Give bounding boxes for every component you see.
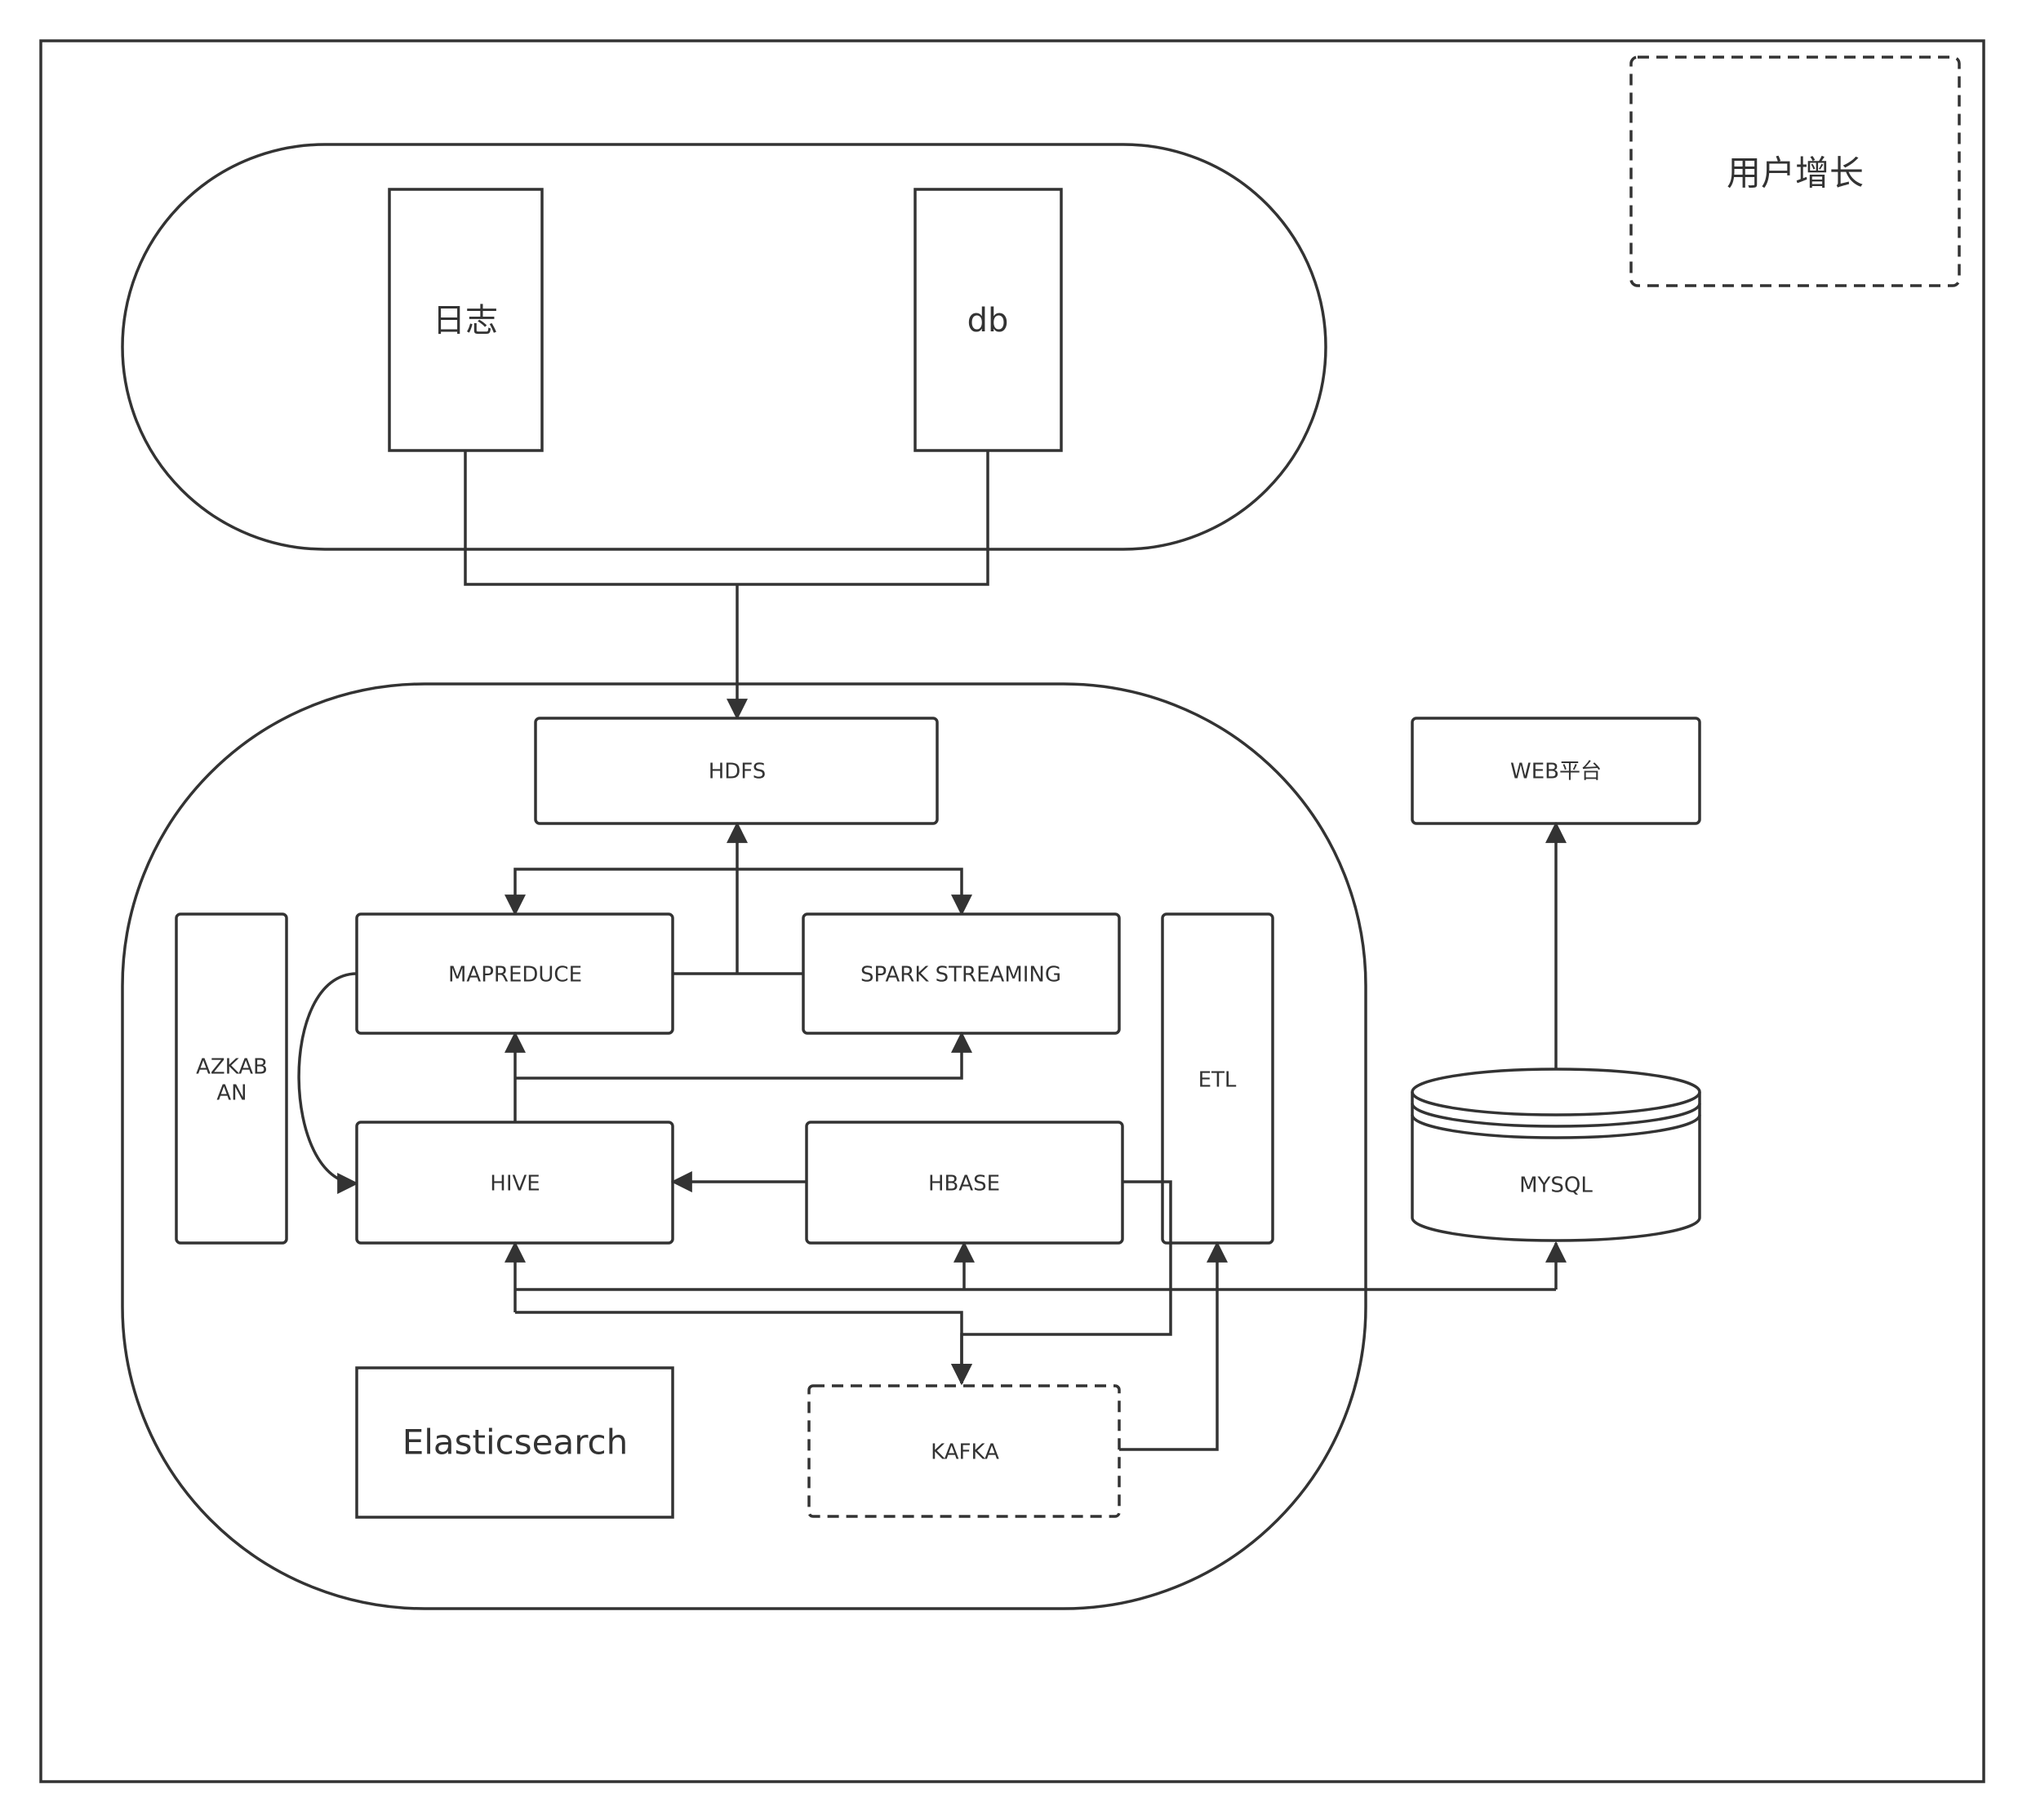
mapreduce-label: MAPREDUCE [448,963,582,988]
kafka-node [807,1384,1121,1518]
user-growth-label: 用户增长 [1727,153,1864,193]
hdfs-label: HDFS [709,760,767,784]
data-source-container [121,143,1327,551]
hive-label: HIVE [490,1172,540,1196]
connector-hdfs-to-mapreduce [504,868,737,917]
azkaban-node [175,912,288,1245]
elasticsearch-label: Elasticsearch [402,1423,629,1463]
log-source-label: 日志 [433,302,498,340]
connector-log-to-merge [464,451,989,586]
azkaban-label-line1: AZKAB [196,1055,268,1080]
db-source-label: db [967,302,1009,340]
mysql-label: MYSQL [1519,1174,1593,1198]
elasticsearch-node [355,1366,674,1519]
db-source-box [913,188,1063,452]
connector-kafka-to-etl [1119,1241,1228,1451]
connector-mapreduce-loop-to-hive [297,972,359,1194]
spark-streaming-label: SPARK STREAMING [860,963,1061,988]
etl-label: ETL [1198,1068,1237,1093]
user-growth-group [1629,55,1961,287]
connector-hive-to-kafka [515,1311,972,1386]
web-platform-label: WEB平台 [1510,760,1602,784]
mysql-node [1411,1068,1701,1242]
azkaban-label-line2: AN [216,1081,247,1106]
connector-hive-to-spark [515,1031,972,1080]
connector-hdfs-to-spark [737,868,972,917]
hbase-label: HBASE [928,1172,1000,1196]
kafka-label: KAFKA [931,1440,999,1465]
